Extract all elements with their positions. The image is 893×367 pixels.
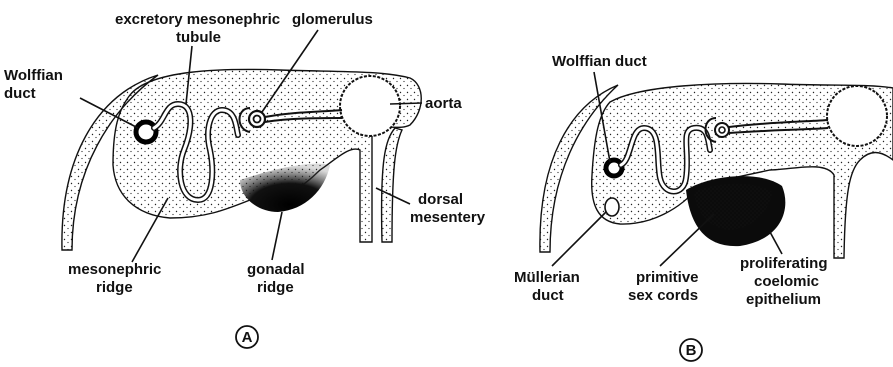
svg-text:B: B <box>686 342 697 359</box>
label-tubule: tubule <box>176 29 221 46</box>
label-dorsal: dorsal <box>418 191 463 208</box>
svg-text:A: A <box>242 329 253 346</box>
label-mesonephric-ridge-2: ridge <box>96 279 133 296</box>
dorsal-mesentery-a <box>382 128 402 242</box>
aorta-b <box>827 86 887 146</box>
wolffian-duct-a <box>136 122 156 142</box>
label-primitive-2: sex cords <box>628 287 698 304</box>
label-proliferating-1: proliferating <box>740 255 828 272</box>
aorta-a <box>340 76 400 136</box>
label-proliferating-2: coelomic <box>754 273 819 290</box>
label-gonadal-2: ridge <box>257 279 294 296</box>
label-primitive-1: primitive <box>636 269 699 286</box>
label-mullerian-2: duct <box>532 287 564 304</box>
label-wolffian-a-2: duct <box>4 85 36 102</box>
label-glomerulus: glomerulus <box>292 11 373 28</box>
panel-b: Wolffian duct Müllerian duct primitive s… <box>514 53 893 361</box>
label-mullerian-1: Müllerian <box>514 269 580 286</box>
label-gonadal-1: gonadal <box>247 261 305 278</box>
mullerian-duct-b <box>605 198 619 216</box>
label-mesentery: mesentery <box>410 209 486 226</box>
label-wolffian-b: Wolffian duct <box>552 53 647 70</box>
label-wolffian-a-1: Wolffian <box>4 67 63 84</box>
label-proliferating-3: epithelium <box>746 291 821 308</box>
label-mesonephric-ridge-1: mesonephric <box>68 261 161 278</box>
panel-label-a: A <box>236 326 258 348</box>
label-aorta: aorta <box>425 95 462 112</box>
panel-a: excretory mesonephric tubule glomerulus … <box>4 11 486 348</box>
panel-label-b: B <box>680 339 702 361</box>
label-excretory-mesonephric: excretory mesonephric <box>115 11 280 28</box>
